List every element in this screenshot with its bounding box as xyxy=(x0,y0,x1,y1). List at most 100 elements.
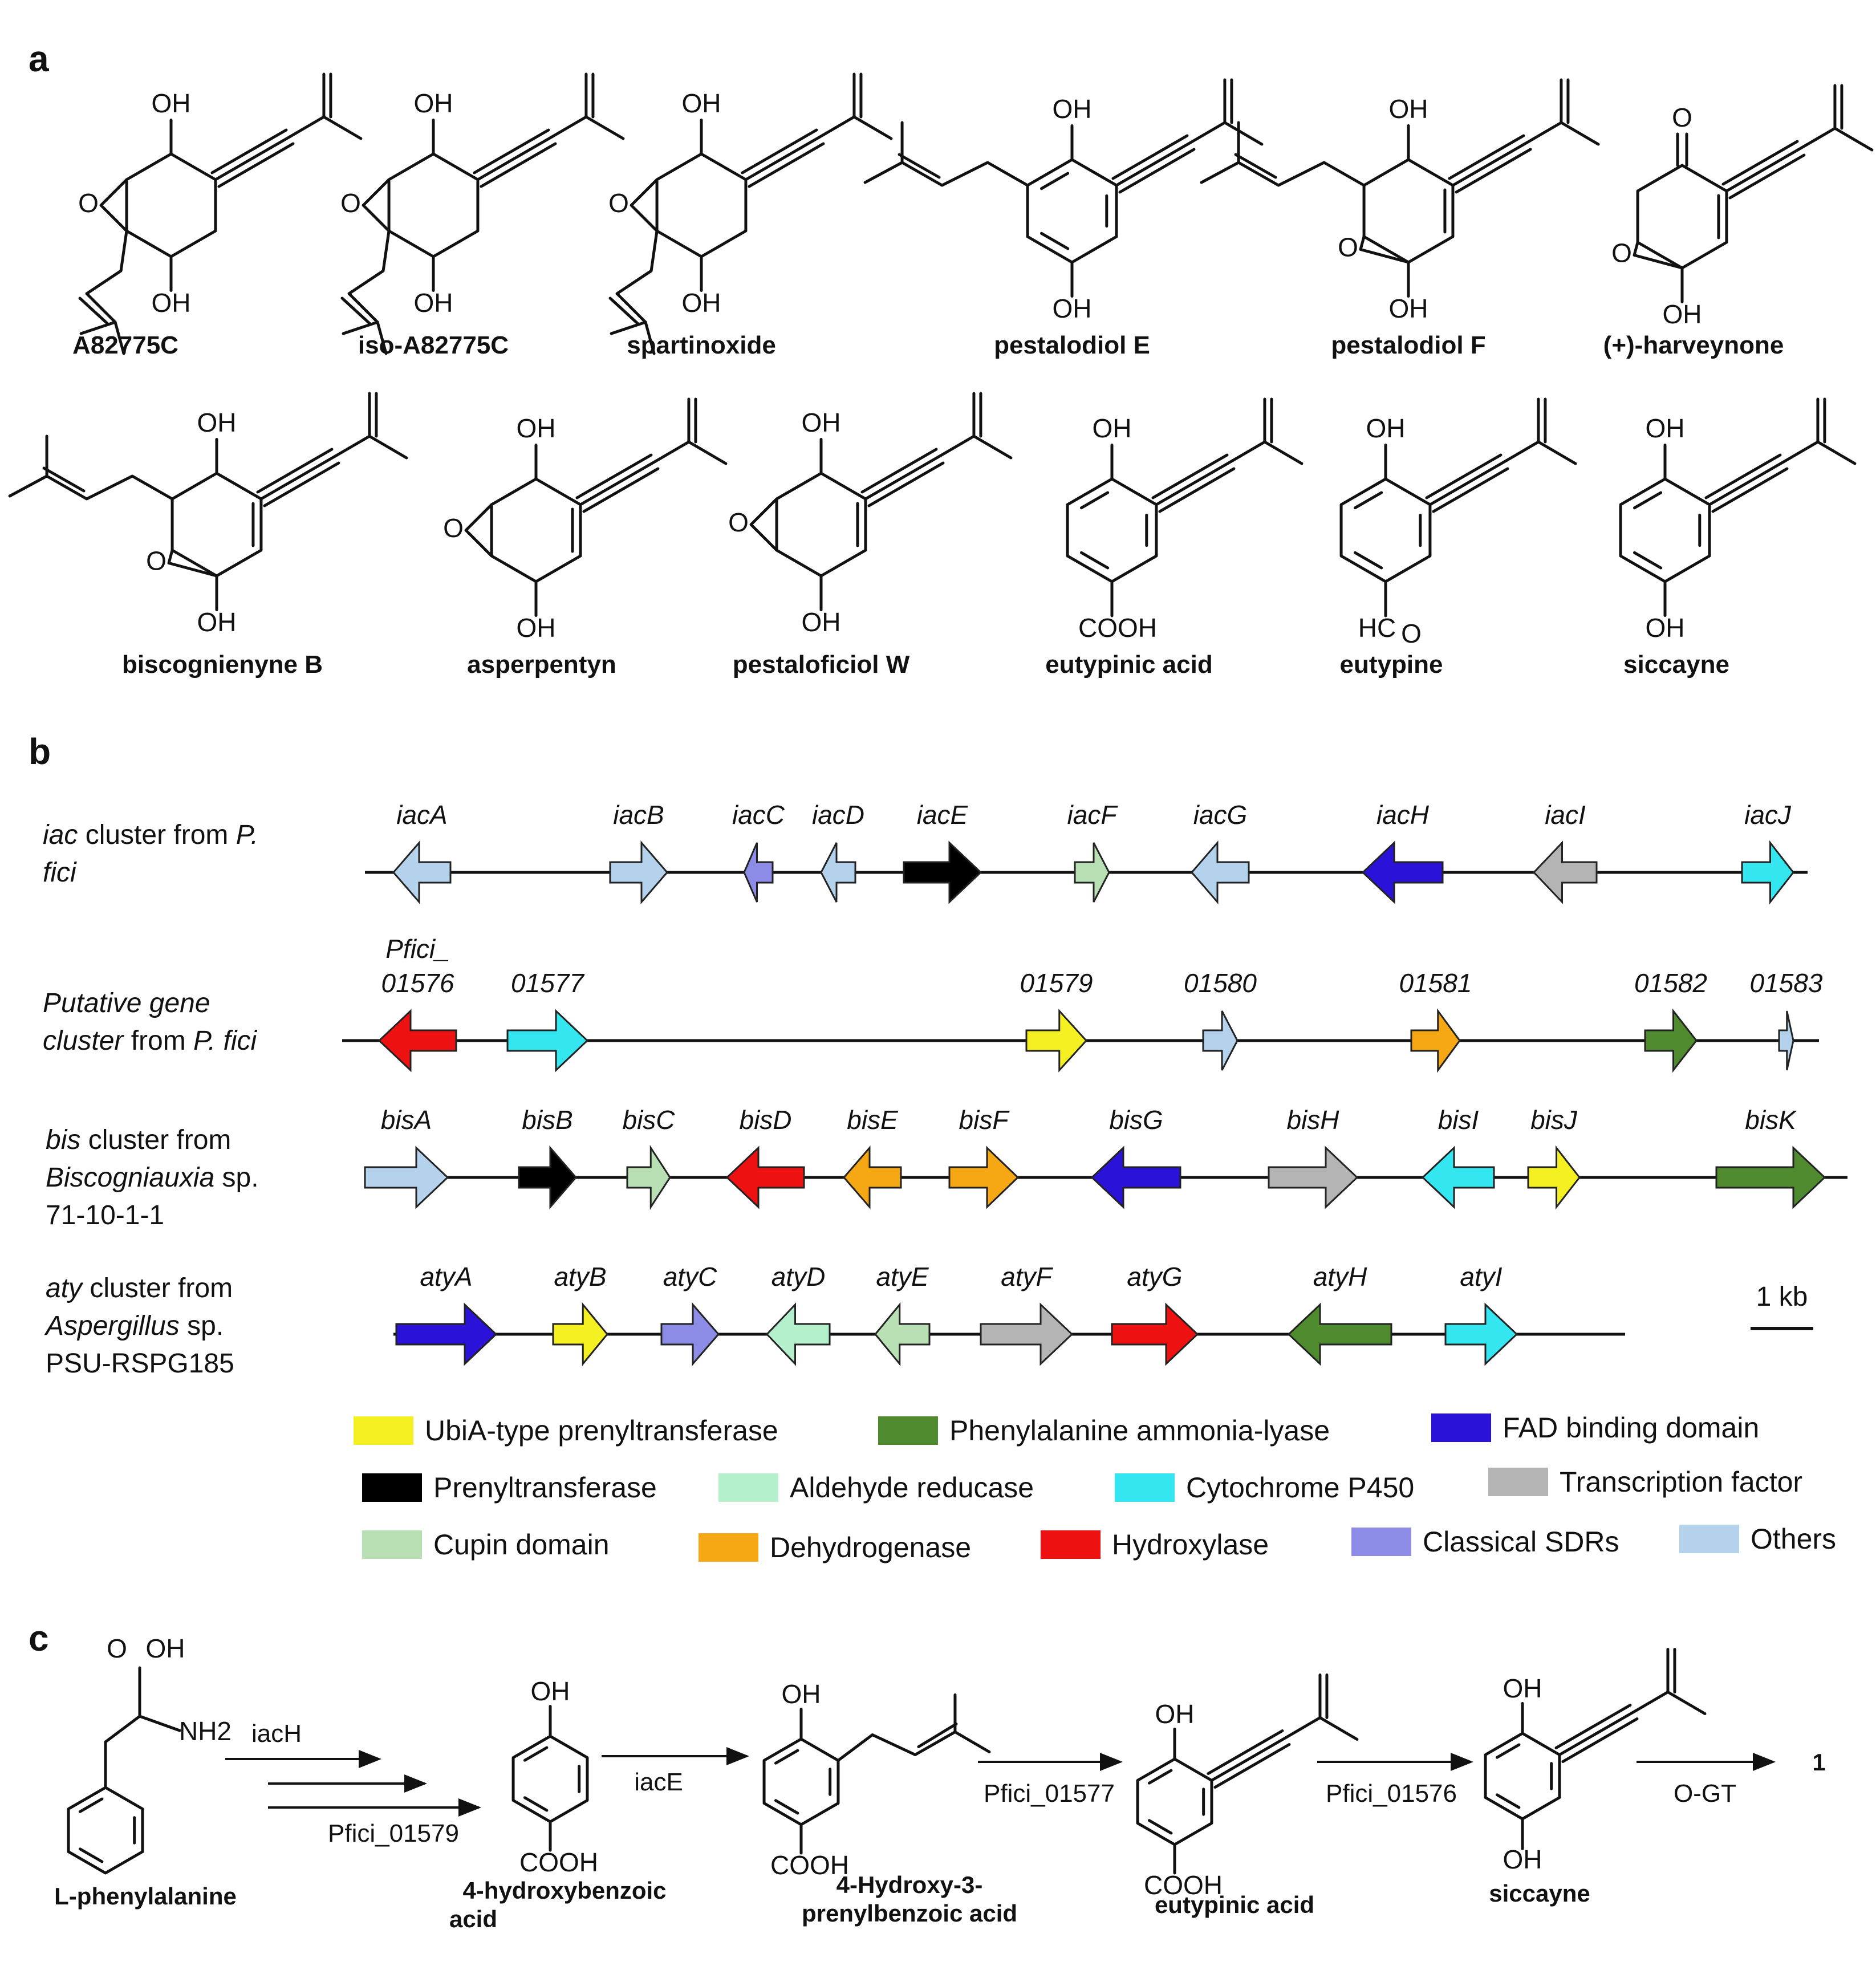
alkyne-bond xyxy=(217,142,295,188)
gene-atyI: atyI xyxy=(1444,1262,1518,1366)
legend-label: Dehydrogenase xyxy=(770,1532,971,1563)
alkyne-bond xyxy=(1711,467,1789,513)
legend-label: Prenyltransferase xyxy=(433,1472,657,1504)
prenyl-bond xyxy=(1237,161,1366,187)
gene-name: bisE xyxy=(847,1105,899,1135)
alkyne-bond xyxy=(579,460,656,506)
atom-OH-top: OH xyxy=(1366,413,1406,443)
gene-name: bisD xyxy=(739,1105,791,1135)
gene-name: atyE xyxy=(876,1262,929,1291)
gene-bisA: bisA xyxy=(364,1105,449,1209)
gene-name: atyA xyxy=(420,1262,472,1291)
gene-name: 01577 xyxy=(511,968,584,998)
bond xyxy=(653,440,691,464)
atom-O: O xyxy=(1672,103,1692,132)
atom-OH-top: OH xyxy=(1053,94,1092,124)
gene-01583: 01583 xyxy=(1750,968,1823,1071)
alkyne-bond xyxy=(1207,1729,1284,1775)
gene-name: iacG xyxy=(1193,800,1248,830)
atom-OH-bottom: OH xyxy=(517,613,556,643)
ring-bond xyxy=(655,152,748,258)
atom-COOH: COOH xyxy=(519,1847,598,1877)
gene-arrow xyxy=(1361,840,1444,904)
bond xyxy=(1666,1691,1707,1715)
bond xyxy=(1229,440,1266,464)
gene-iacA: iacA xyxy=(392,800,452,905)
legend-label: Aldehyde reducase xyxy=(790,1472,1034,1504)
enzyme-label: O-GT xyxy=(1674,1780,1736,1807)
bond xyxy=(818,115,856,139)
legend-label: Hydroxylase xyxy=(1112,1529,1269,1561)
scale-label: 1 kb xyxy=(1756,1282,1808,1312)
gene-name: bisC xyxy=(622,1105,675,1135)
enzyme-label: Pfici_01576 xyxy=(1326,1780,1457,1807)
aromatic-bond xyxy=(1147,1819,1173,1835)
cluster-label-line: fici xyxy=(43,858,77,888)
alkyne-bond xyxy=(1708,460,1785,506)
gene-name: atyF xyxy=(1001,1262,1053,1291)
ring-bond xyxy=(775,472,867,578)
bond xyxy=(288,115,326,139)
legend-label: Cytochrome P450 xyxy=(1186,1472,1414,1504)
cluster-label-line: PSU-RSPG185 xyxy=(46,1348,234,1379)
legend-swatch xyxy=(362,1473,422,1502)
alkyne-bond xyxy=(480,142,557,188)
label-part: Biscogniauxia xyxy=(46,1163,214,1193)
gene-atyB: atyB xyxy=(552,1262,608,1367)
gene-01581: 01581 xyxy=(1399,968,1472,1073)
alkyne-bond xyxy=(1725,147,1802,193)
ring-bond xyxy=(170,472,263,578)
aromatic-bond xyxy=(1080,491,1110,510)
gene-prefix: Pfici_ xyxy=(385,934,449,964)
gene-arrow xyxy=(874,1302,931,1367)
gene-bisF: bisF xyxy=(948,1105,1020,1209)
legend-label: Classical SDRs xyxy=(1423,1526,1619,1558)
alkyne-bond xyxy=(210,128,288,174)
bond xyxy=(1503,440,1540,464)
gene-name: iacH xyxy=(1376,800,1430,830)
atom-OH-bottom: OH xyxy=(1663,299,1702,329)
bond xyxy=(1782,440,1820,464)
bond xyxy=(953,1731,991,1753)
atom-OH-top: OH xyxy=(802,408,841,437)
compound-name-line2: prenylbenzoic acid xyxy=(802,1900,1017,1927)
atom-OH-bottom: OH xyxy=(414,288,453,318)
bond xyxy=(644,320,656,355)
bond xyxy=(584,115,625,140)
label-part: PSU-RSPG185 xyxy=(46,1348,234,1379)
prenyl-bond xyxy=(85,229,128,324)
atom-OH-top: OH xyxy=(517,413,556,443)
label-part: bis xyxy=(46,1125,80,1155)
aromatic-bond xyxy=(1354,551,1383,570)
atom-OH-bottom: OH xyxy=(682,288,721,318)
prenyl-bond xyxy=(900,161,1029,187)
gene-bisJ: bisJ xyxy=(1527,1105,1581,1210)
gene-name: atyG xyxy=(1127,1262,1182,1291)
ring-bond xyxy=(1066,477,1158,583)
gene-name: bisJ xyxy=(1530,1105,1578,1135)
atom-OH: OH xyxy=(1503,1673,1542,1703)
bond xyxy=(863,161,904,184)
bond xyxy=(1799,127,1837,150)
gene-name: atyD xyxy=(771,1262,826,1291)
aromatic-bond xyxy=(78,1847,104,1863)
legend-swatch xyxy=(1679,1525,1739,1553)
alkyne-bond xyxy=(741,128,818,174)
label-part: cluster from xyxy=(78,820,235,850)
bond xyxy=(550,115,588,139)
aromatic-bond xyxy=(523,1746,549,1762)
compound-name: A82775C xyxy=(72,331,178,359)
gene-name: bisB xyxy=(522,1105,572,1135)
gene-arrow xyxy=(1527,1145,1581,1210)
gene-arrow xyxy=(395,1302,498,1366)
legend-swatch xyxy=(878,1416,938,1445)
